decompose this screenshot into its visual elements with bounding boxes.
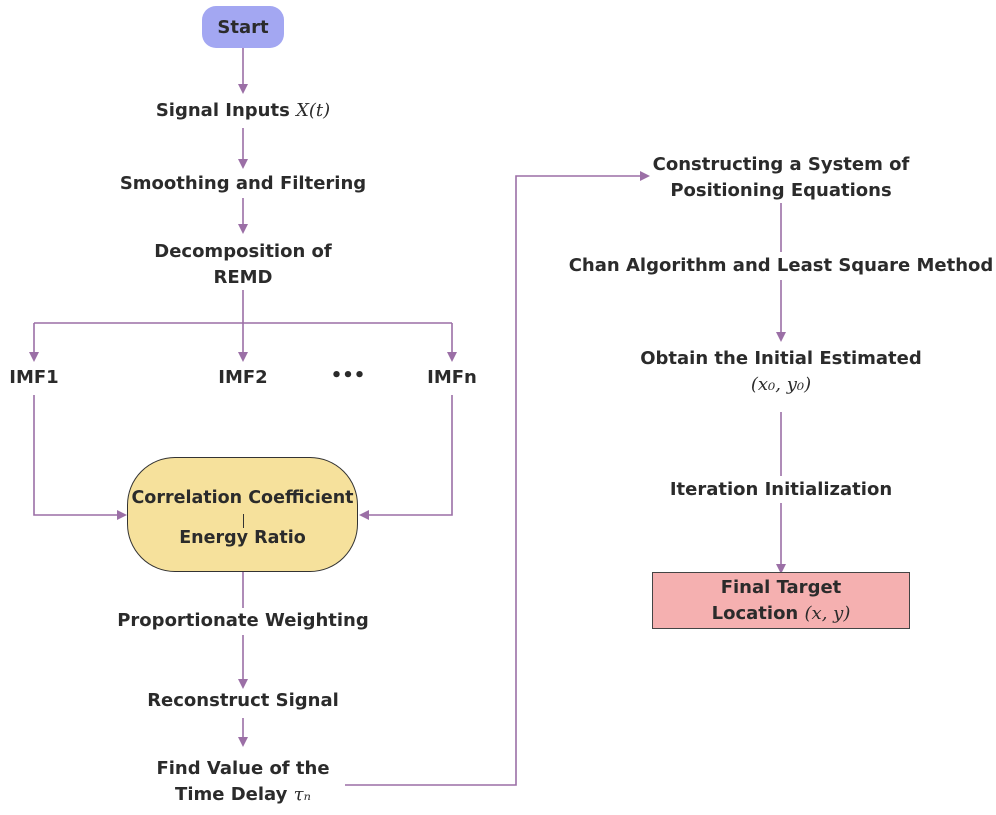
reconstruct-node: Reconstruct Signal [147, 690, 339, 711]
smoothing-node: Smoothing and Filtering [119, 173, 367, 194]
ellipsis-node: ••• [330, 365, 366, 386]
separator-line [242, 514, 244, 528]
start-node: Start [202, 6, 284, 48]
arrow-imfn-to-correlation [359, 395, 453, 520]
correlation-label: Correlation Coefficient [131, 488, 354, 508]
time-delay-math: τₙ [293, 784, 311, 805]
signal-inputs-node: Signal Inputs X(t) [155, 100, 331, 121]
start-label: Start [217, 16, 269, 38]
iteration-node: Iteration Initialization [669, 479, 893, 500]
energy-ratio-label: Energy Ratio [179, 528, 306, 548]
constructing-node: Constructing a System of Positioning Equ… [652, 154, 910, 201]
chan-algorithm-node: Chan Algorithm and Least Square Method [568, 255, 994, 276]
imf2-node: IMF2 [218, 367, 268, 388]
time-delay-node: Find Value of the Time Delay τₙ [156, 758, 330, 805]
final-target-math: (x, y) [804, 603, 851, 624]
arrow-timedelay-to-constructing [345, 171, 650, 786]
initial-estimate-node: Obtain the Initial Estimated (x₀, y₀) [640, 346, 922, 398]
arrow-imf1-to-correlation [33, 395, 127, 520]
final-target-node: Final Target Location (x, y) [652, 572, 910, 629]
correlation-energy-node: Correlation Coefficient Energy Ratio [127, 457, 358, 572]
initial-estimate-math: (x₀, y₀) [750, 374, 812, 395]
imf1-node: IMF1 [9, 367, 59, 388]
signal-inputs-math: X(t) [296, 100, 331, 121]
decomposition-node: Decomposition of REMD [154, 241, 332, 288]
weighting-node: Proportionate Weighting [117, 610, 369, 631]
imfn-node: IMFn [427, 367, 477, 388]
